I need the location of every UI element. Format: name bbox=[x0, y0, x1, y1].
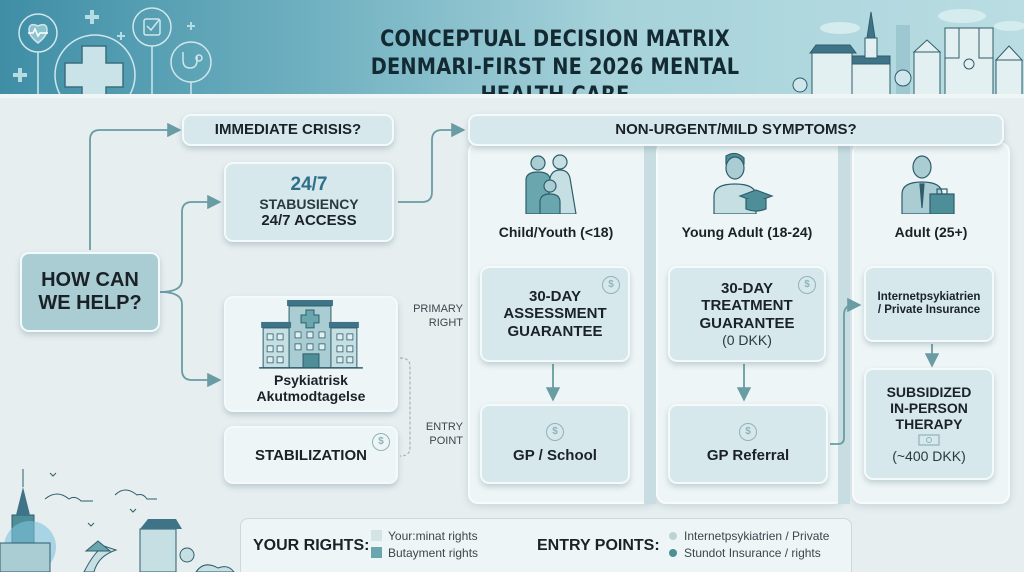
plus-icon bbox=[13, 10, 195, 82]
cost-coin-icon: $ bbox=[546, 423, 564, 442]
stabilization-node[interactable]: STABILIZATION $ bbox=[224, 426, 398, 484]
column-label-adult: Adult (25+) bbox=[894, 224, 968, 240]
assessment-line-2: ASSESSMENT bbox=[503, 305, 607, 323]
businessperson-icon bbox=[901, 155, 955, 214]
family-icon bbox=[525, 154, 577, 214]
cost-coin-icon: $ bbox=[372, 433, 390, 451]
legend-rights-label: Your:minat rights bbox=[388, 529, 478, 543]
title-line-2: DENMARI-FIRST NE 2026 MENTAL HEALTH CARE bbox=[370, 55, 740, 98]
header-decoration bbox=[13, 7, 1024, 94]
treatment-line-2: TREATMENT bbox=[701, 297, 793, 315]
access-line-1: STABUSIENCY bbox=[259, 196, 359, 213]
legend-entry-label: Internetpsykiatrien / Private bbox=[684, 529, 830, 543]
legend-entry-label: Stundot Insurance / rights bbox=[684, 546, 821, 560]
stethoscope-icon bbox=[170, 41, 212, 94]
gp-referral-node[interactable]: $ GP Referral bbox=[668, 404, 828, 484]
title-line-1: CONCEPTUAL DECISION MATRIX bbox=[380, 27, 730, 52]
legend-panel: YOUR RIGHTS: Your:minat rights Butayment… bbox=[240, 518, 852, 572]
therapy-line-3: THERAPY bbox=[895, 416, 963, 432]
cost-coin-icon: $ bbox=[739, 423, 757, 442]
column-label-young-adult: Young Adult (18-24) bbox=[681, 224, 813, 240]
access-highlight: 24/7 bbox=[290, 174, 328, 196]
internet-line-2: / Private Insurance bbox=[877, 304, 981, 316]
how-can-we-help-node[interactable]: HOW CAN WE HELP? bbox=[20, 252, 160, 332]
start-label: HOW CAN WE HELP? bbox=[38, 269, 142, 314]
assessment-line-1: 30-DAY bbox=[529, 288, 581, 306]
legend-rights-heading: YOUR RIGHTS: bbox=[253, 537, 370, 554]
entry-point-line-1: ENTRY bbox=[425, 421, 463, 433]
legend-rights-label: Butayment rights bbox=[388, 546, 479, 560]
immediate-crisis-node[interactable]: IMMEDIATE CRISIS? bbox=[182, 114, 394, 146]
non-urgent-question: NON-URGENT/MILD SYMPTOMS? bbox=[615, 121, 857, 139]
therapy-line-1: SUBSIDIZED bbox=[886, 383, 972, 400]
legend-entry-item: Stundot Insurance / rights bbox=[669, 546, 821, 560]
assessment-line-3: GUARANTEE bbox=[507, 322, 603, 340]
header-banner: CONCEPTUAL DECISION MATRIX DENMARI-FIRST… bbox=[0, 0, 1024, 98]
crisis-question: IMMEDIATE CRISIS? bbox=[214, 121, 362, 139]
legend-dot bbox=[669, 549, 677, 557]
access-247-node[interactable]: 24/7 STABUSIENCY 24/7 ACCESS bbox=[224, 162, 394, 242]
connector-to-crisis bbox=[89, 122, 182, 250]
access-line-2: 24/7 ACCESS bbox=[261, 212, 357, 230]
therapy-cost: (~400 DKK) bbox=[892, 448, 966, 465]
connector-to-non-urgent bbox=[398, 122, 466, 203]
stabilization-label: STABILIZATION bbox=[255, 447, 367, 465]
gp-referral-label: GP Referral bbox=[706, 447, 790, 465]
legend-entry-item: Internetpsykiatrien / Private bbox=[669, 529, 829, 543]
cost-coin-icon: $ bbox=[798, 276, 816, 294]
subsidized-therapy-node[interactable]: SUBSIDIZED IN-PERSON THERAPY (~400 DKK) bbox=[864, 368, 994, 480]
checklist-icon bbox=[132, 7, 172, 94]
legend-swatch bbox=[371, 547, 382, 558]
page-title: CONCEPTUAL DECISION MATRIX DENMARI-FIRST… bbox=[331, 26, 780, 98]
banknote-icon bbox=[918, 434, 940, 446]
column-label-child-youth: Child/Youth (<18) bbox=[498, 224, 614, 240]
gp-school-label: GP / School bbox=[513, 447, 597, 465]
treatment-line-1: 30-DAY bbox=[721, 280, 773, 298]
treatment-line-3: GUARANTEE bbox=[699, 314, 795, 332]
legend-dot bbox=[669, 532, 677, 540]
assessment-guarantee-node[interactable]: 30-DAY ASSESSMENT GUARANTEE $ bbox=[480, 266, 630, 362]
connector-to-acute bbox=[159, 291, 222, 388]
legend-entry-heading: ENTRY POINTS: bbox=[537, 537, 660, 554]
primary-right-label: PRIMARY RIGHT bbox=[405, 302, 463, 330]
acute-psychiatric-node[interactable]: Psykiatrisk Akutmodtagelse bbox=[224, 296, 398, 412]
bracket-dashed bbox=[399, 357, 411, 457]
cost-coin-icon: $ bbox=[602, 276, 620, 294]
connector-gp-internet bbox=[830, 297, 862, 445]
internetpsykiatrien-node[interactable]: Internetpsykiatrien / Private Insurance bbox=[864, 266, 994, 342]
facility-label-line-2: Akutmodtagelse bbox=[256, 387, 366, 404]
heart-pulse-icon bbox=[18, 13, 58, 94]
treatment-guarantee-node[interactable]: 30-DAY TREATMENT GUARANTEE (0 DKK) $ bbox=[668, 266, 826, 362]
primary-right-line-2: RIGHT bbox=[428, 317, 463, 329]
primary-right-line-1: PRIMARY bbox=[413, 303, 463, 315]
facility-label-line-1: Psykiatrisk bbox=[274, 371, 348, 388]
legend-swatch bbox=[371, 530, 382, 541]
graduate-icon bbox=[713, 152, 774, 214]
connector-to-access bbox=[159, 194, 222, 293]
hospital-icon bbox=[259, 299, 363, 369]
column-separator bbox=[644, 142, 656, 504]
gp-school-node[interactable]: $ GP / School bbox=[480, 404, 630, 484]
therapy-line-2: IN-PERSON bbox=[890, 399, 968, 416]
landscape-illustration bbox=[0, 469, 235, 572]
entry-point-line-2: POINT bbox=[429, 435, 463, 447]
non-urgent-node[interactable]: NON-URGENT/MILD SYMPTOMS? bbox=[468, 114, 1004, 146]
medical-cross-icon bbox=[54, 34, 136, 94]
legend-rights-item: Your:minat rights bbox=[371, 529, 478, 543]
entry-point-label: ENTRY POINT bbox=[405, 420, 463, 448]
internet-line-1: Internetpsykiatrien bbox=[877, 290, 981, 303]
city-skyline-icon bbox=[792, 9, 1024, 94]
treatment-cost: (0 DKK) bbox=[722, 331, 772, 348]
legend-rights-item: Butayment rights bbox=[371, 546, 478, 560]
